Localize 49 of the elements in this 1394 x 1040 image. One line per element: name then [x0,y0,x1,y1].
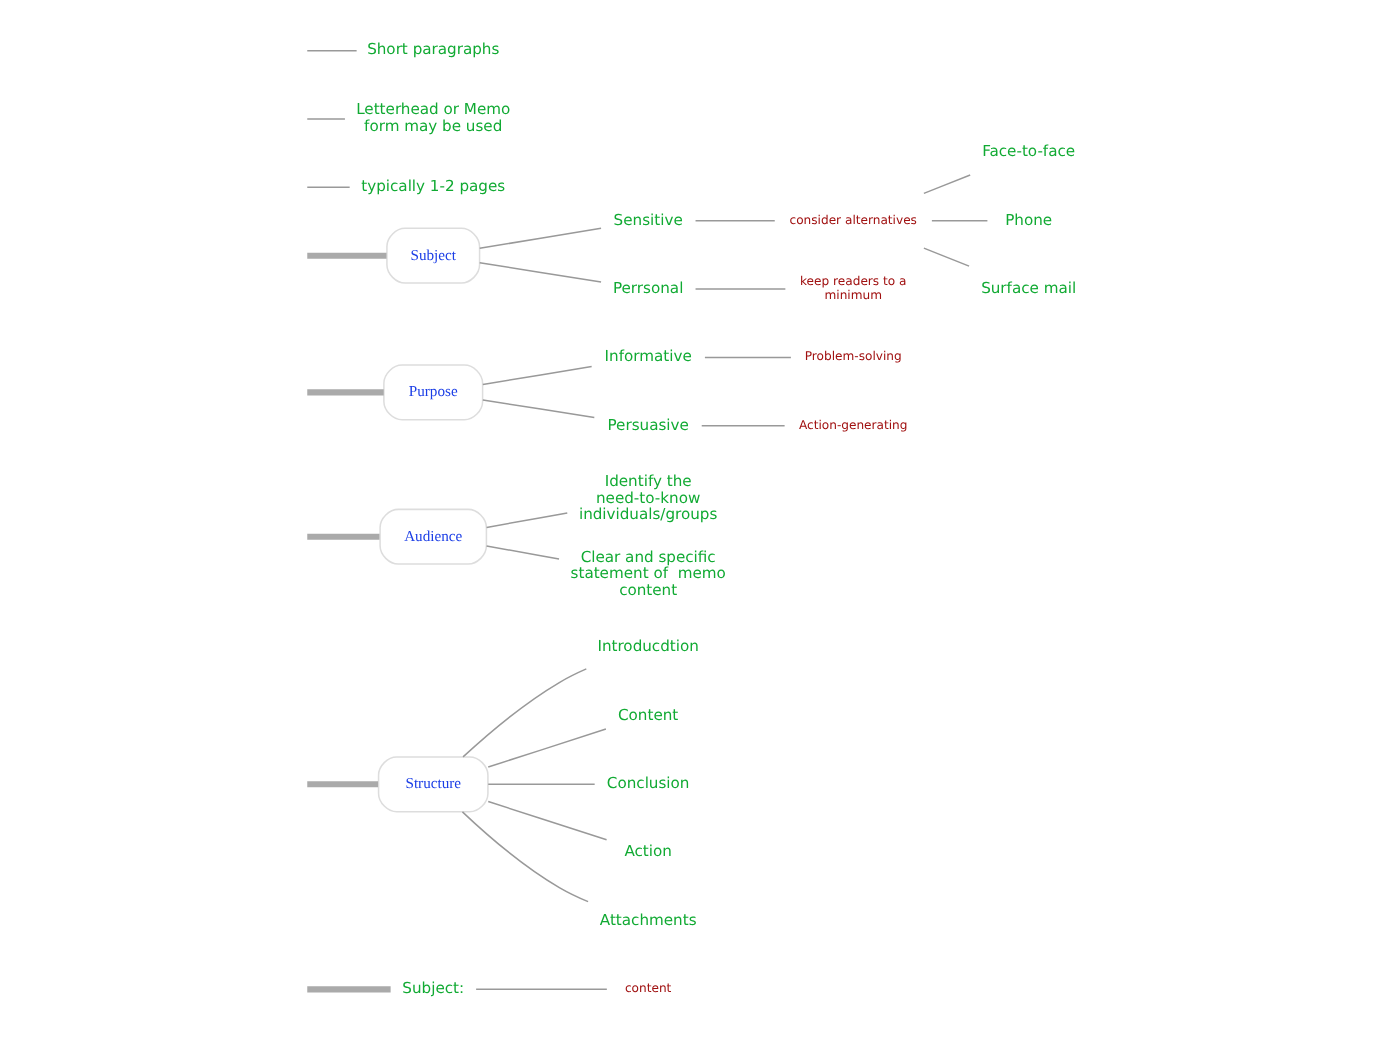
connector [478,262,602,283]
connector [307,252,387,259]
connector [487,800,608,841]
connector [475,988,608,991]
node-text: Surface mail [981,278,1077,297]
connector [485,512,568,529]
connector [694,288,787,290]
connector [487,728,607,768]
connector [923,174,971,195]
node-text: Attachments [599,910,697,929]
node-text: Face-to-face [982,142,1076,161]
connector [482,399,596,419]
connector [307,986,391,993]
node-text: Phone [1005,210,1053,229]
node-text: Identify the need-to-know individuals/groups [578,471,718,524]
node-text: Subject: [402,979,465,998]
connector [931,220,989,222]
node-text: typically 1-2 pages [361,177,506,196]
node-box: Purpose [383,364,484,421]
node-text: Persuasive [607,415,689,434]
connector [478,227,602,250]
node-text: Short paragraphs [367,40,500,59]
connector [482,365,593,386]
connector [306,49,358,52]
connector [462,668,588,758]
node-text: Perrsonal [612,278,684,297]
node-text: Clear and specific statement of memo content [570,547,726,600]
node-box: Audience [379,508,488,565]
connector [306,118,346,120]
connector [307,533,380,540]
node-box: Structure [377,756,489,813]
node-text: Sensitive [613,210,683,229]
node-text: Content [618,705,679,724]
connector [307,781,379,788]
connector [485,545,560,560]
node-text: Action [624,842,672,861]
node-box: Subject [386,227,481,284]
connector [306,186,351,189]
connector [307,389,384,396]
node-text: Informative [604,347,692,366]
node-text: Letterhead or Memo form may be used [356,100,511,136]
node-text: Conclusion [606,774,690,793]
connector [694,220,776,222]
connector [704,356,792,359]
connector [700,425,786,427]
node-text: Introducdtion [597,637,699,656]
connector [487,783,596,786]
connector [923,247,970,267]
connector [461,811,589,903]
